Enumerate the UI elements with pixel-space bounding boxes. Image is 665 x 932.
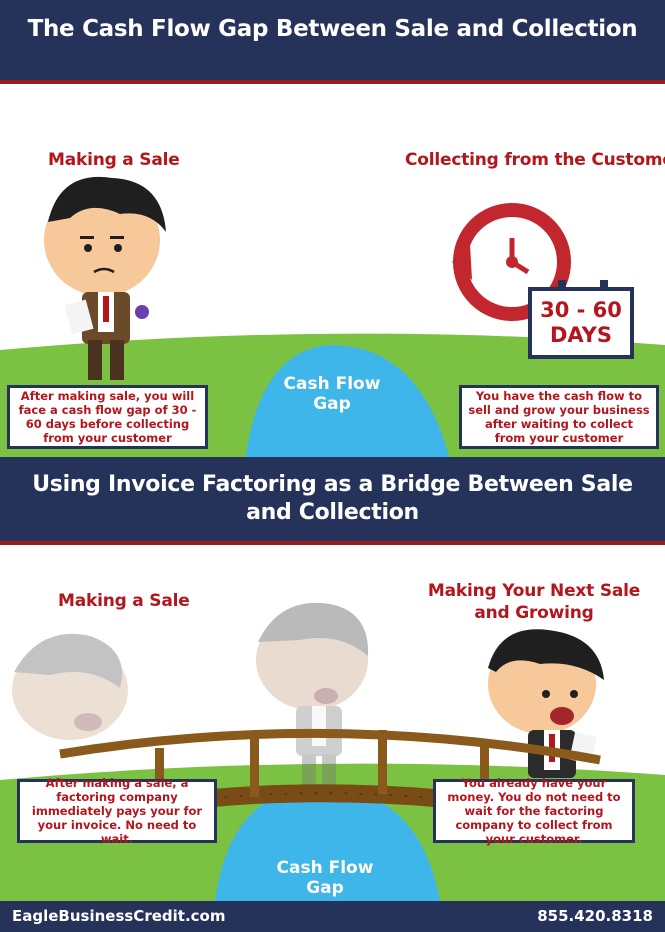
footer-bar: EagleBusinessCredit.com 855.420.8318 (0, 901, 665, 932)
top-right-caption: You have the cash flow to sell and grow … (468, 389, 650, 445)
businessman-faded-icon (256, 602, 369, 792)
bottom-left-caption-box: After making a sale, a factoring company… (17, 776, 217, 846)
top-left-caption: After making sale, you will face a cash … (18, 389, 197, 445)
bottom-right-caption: You already have your money. You do not … (447, 776, 621, 846)
header-title: The Cash Flow Gap Between Sale and Colle… (27, 16, 638, 42)
calendar-days-text: 30 - 60 DAYS (540, 298, 622, 347)
bottom-right-title: Making Your Next Sale and Growing (427, 581, 641, 623)
footer-phone[interactable]: 855.420.8318 (537, 907, 653, 925)
cash-flow-gap-water-top (245, 345, 450, 460)
calendar-days-badge: 30 - 60 DAYS (528, 287, 634, 359)
clock-icon (452, 203, 571, 321)
middle-banner: Using Invoice Factoring as a Bridge Betw… (0, 457, 665, 545)
bottom-left-caption: After making a sale, a factoring company… (31, 776, 203, 846)
bottom-right-caption-box: You already have your money. You do not … (433, 776, 635, 846)
header-banner: The Cash Flow Gap Between Sale and Colle… (0, 0, 665, 84)
top-right-title: Collecting from the Customer (405, 150, 665, 170)
footer-website[interactable]: EagleBusinessCredit.com (12, 907, 226, 925)
cash-flow-gap-water-bottom (215, 785, 440, 901)
bottom-gap-label: Cash Flow Gap (276, 858, 374, 898)
businessman-faded-icon (12, 633, 128, 740)
top-left-title: Making a Sale (48, 150, 180, 170)
middle-banner-title: Using Invoice Factoring as a Bridge Betw… (32, 472, 633, 525)
bottom-left-title: Making a Sale (58, 591, 190, 611)
top-gap-label: Cash Flow Gap (283, 374, 381, 414)
top-left-caption-box: After making sale, you will face a cash … (7, 385, 208, 449)
top-right-caption-box: You have the cash flow to sell and grow … (459, 385, 659, 449)
businessman-frowning-icon (44, 176, 166, 380)
